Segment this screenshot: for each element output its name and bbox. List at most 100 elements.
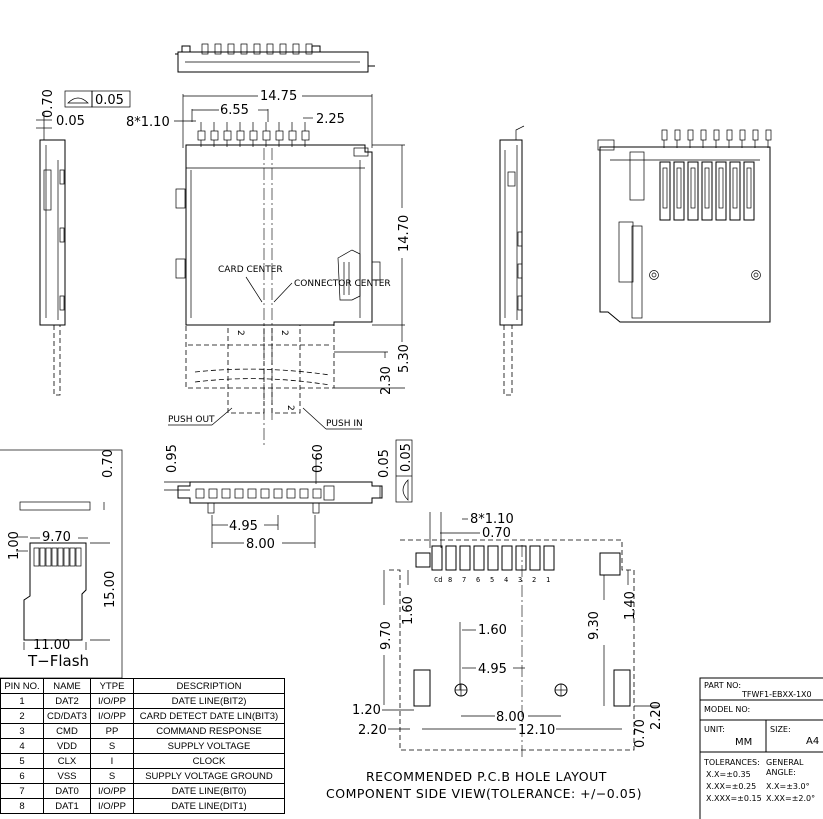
svg-text:0.60: 0.60 [311,444,326,473]
table-cell: 6 [0,768,44,784]
bottom-view [597,129,772,323]
table-cell: DAT0 [43,783,91,799]
svg-text:0.05: 0.05 [399,443,414,472]
dim-6-55: 6.55 [220,103,249,118]
svg-text:0.95: 0.95 [165,444,180,473]
svg-text:11.00: 11.00 [33,638,70,653]
tflash-view: 0.70 1.00 9.70 15.00 11.00 [0,449,123,679]
table-cell: 2 [0,708,44,724]
table-cell: I/O/PP [90,708,134,724]
table-cell: DATE LINE(DIT1) [133,798,285,814]
front-view: 0.95 0.60 0.05 0.05 4.95 8.00 [164,439,414,552]
table-cell: 3 [0,723,44,739]
svg-text:9.30: 9.30 [587,611,602,640]
table-cell: DATE LINE(BIT0) [133,783,285,799]
table-cell: VSS [43,768,91,784]
svg-text:0.70: 0.70 [482,526,511,541]
table-cell: I/O/PP [90,798,134,814]
svg-text:2.20: 2.20 [358,723,387,738]
pin-table-header: PIN NO. NAME YTPE DESCRIPTION [0,678,285,694]
table-cell: S [90,738,134,754]
svg-text:TOLERANCES:: TOLERANCES: [703,758,760,767]
table-cell: SUPPLY VOLTAGE GROUND [133,768,285,784]
table-cell: I [90,753,134,769]
pcb-subtitle: COMPONENT SIDE VIEW(TOLERANCE: +/−0.05) [326,786,642,801]
table-cell: VDD [43,738,91,754]
table-cell: CARD DETECT DATE LIN(BIT3) [133,708,285,724]
pcb-title: RECOMMENDED P.C.B HOLE LAYOUT [366,769,607,784]
dim-pitch: 8*1.10 [126,115,170,130]
card-center-label: CARD CENTER [218,265,283,275]
svg-text:8.00: 8.00 [246,537,275,552]
right-side-view [499,125,525,396]
table-cell: DAT1 [43,798,91,814]
table-cell: I/O/PP [90,693,134,709]
svg-text:A4: A4 [806,736,819,747]
top-side-profile [175,43,375,73]
svg-text:12.10: 12.10 [518,723,555,738]
pin-label: 8 [448,576,452,584]
svg-text:X.XXX=±0.15: X.XXX=±0.15 [706,794,762,803]
svg-text:2: 2 [279,330,289,336]
dim-0-70-left: 0.70 [41,89,56,118]
title-block: PART NO: TFWF1-EBXX-1X0 MODEL NO: UNIT: … [699,677,823,819]
dim-14-75: 14.75 [260,89,297,104]
svg-text:0.70: 0.70 [101,449,116,478]
svg-text:1.00: 1.00 [7,531,22,560]
table-cell: DAT2 [43,693,91,709]
dim-2-25: 2.25 [316,112,345,127]
connector-center-label: CONNECTOR CENTER [294,279,391,289]
pin-label: 1 [546,576,550,584]
svg-text:MM: MM [735,737,752,748]
svg-text:15.00: 15.00 [103,571,118,608]
svg-text:9.70: 9.70 [42,530,71,545]
pin-label: 7 [462,576,466,584]
svg-text:X.X=±0.35: X.X=±0.35 [706,770,751,779]
left-side-view: 0.70 0.05 0.05 [36,89,131,396]
table-cell: DATE LINE(BIT2) [133,693,285,709]
svg-text:MODEL NO:: MODEL NO: [704,705,750,714]
part-number: TFWF1-EBXX-1X0 [741,690,812,699]
dim-2-30: 2.30 [379,366,394,395]
table-cell: CD/DAT3 [43,708,91,724]
svg-text:4.95: 4.95 [478,662,507,677]
table-cell: COMMAND RESPONSE [133,723,285,739]
table-cell: S [90,768,134,784]
pin-label: 6 [476,576,480,584]
table-cell: 4 [0,738,44,754]
svg-text:X.X=±3.0°: X.X=±3.0° [766,782,810,791]
table-cell: 1 [0,693,44,709]
table-cell: 7 [0,783,44,799]
svg-text:2.20: 2.20 [649,701,664,730]
table-cell: I/O/PP [90,783,134,799]
svg-text:1.40: 1.40 [623,591,638,620]
svg-text:X.XX=±2.0°: X.XX=±2.0° [766,794,815,803]
push-out-label: PUSH OUT [168,415,215,425]
table-cell: PP [90,723,134,739]
table-cell: 5 [0,753,44,769]
svg-text:8.00: 8.00 [496,710,525,725]
dim-5-30: 5.30 [397,344,412,373]
svg-text:UNIT:: UNIT: [704,725,725,734]
svg-text:1.20: 1.20 [352,703,381,718]
svg-text:2: 2 [235,330,245,336]
svg-text:SIZE:: SIZE: [770,725,791,734]
table-cell: CLX [43,753,91,769]
tflash-title: T−Flash [28,652,90,670]
svg-text:0.70: 0.70 [633,719,648,748]
dim-0-05-left: 0.05 [56,114,85,129]
svg-text:4.95: 4.95 [229,519,258,534]
svg-text:2: 2 [285,405,295,411]
table-cell: 8 [0,798,44,814]
